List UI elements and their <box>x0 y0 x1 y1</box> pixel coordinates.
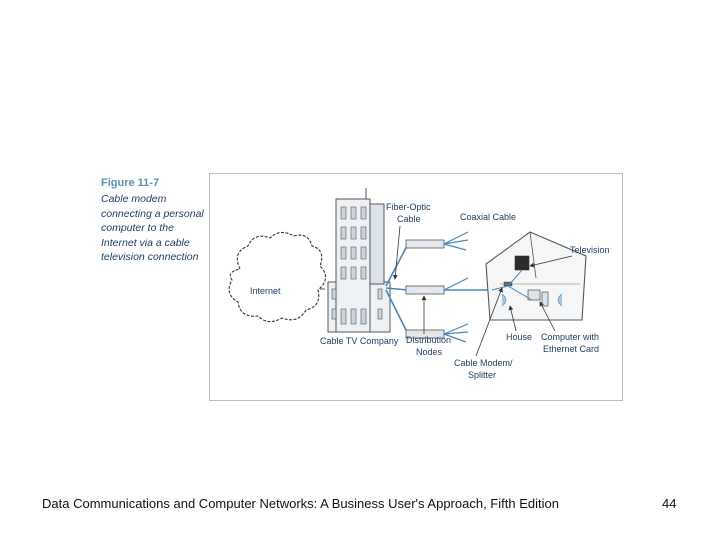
network-diagram: Internet <box>209 173 623 401</box>
house-pointer <box>508 305 517 332</box>
fiber-optic-label-1: Fiber-Optic <box>386 202 431 212</box>
figure-number: Figure 11-7 <box>101 177 160 189</box>
computer-label-1: Computer with <box>541 332 599 342</box>
distribution-nodes-label-line1: Distribution <box>406 335 451 345</box>
distribution-nodes-label-line2: Nodes <box>416 347 443 357</box>
cable-tv-company-label: Cable TV Company <box>320 336 399 346</box>
house-inner-wiring <box>491 269 533 301</box>
modem-pointer <box>475 287 503 357</box>
computer-label-2: Ethernet Card <box>543 344 599 354</box>
figure-caption: Figure 11-7 Cable modem connecting a per… <box>101 176 206 265</box>
television-label: Television <box>570 245 610 255</box>
coaxial-cable-label: Coaxial Cable <box>460 212 516 222</box>
modem-label-1: Cable Modem/ <box>454 358 513 368</box>
house-label: House <box>506 332 532 342</box>
fiber-optic-cables <box>385 243 409 335</box>
computer-pointer <box>539 301 556 332</box>
fiber-optic-pointer <box>392 225 401 280</box>
modem-label-2: Splitter <box>468 370 496 380</box>
internet-label: Internet <box>250 286 281 296</box>
coaxial-cables <box>443 231 492 343</box>
television-pointer <box>529 255 573 268</box>
house <box>485 231 587 321</box>
cable-tv-building <box>327 188 391 333</box>
distribution-nodes <box>405 239 445 339</box>
internet-cloud <box>228 231 327 323</box>
figure-caption-text: Cable modem connecting a personal comput… <box>101 193 204 263</box>
page-number: 44 <box>662 496 677 511</box>
fiber-optic-label-2: Cable <box>397 214 421 224</box>
footer-title: Data Communications and Computer Network… <box>42 496 559 511</box>
